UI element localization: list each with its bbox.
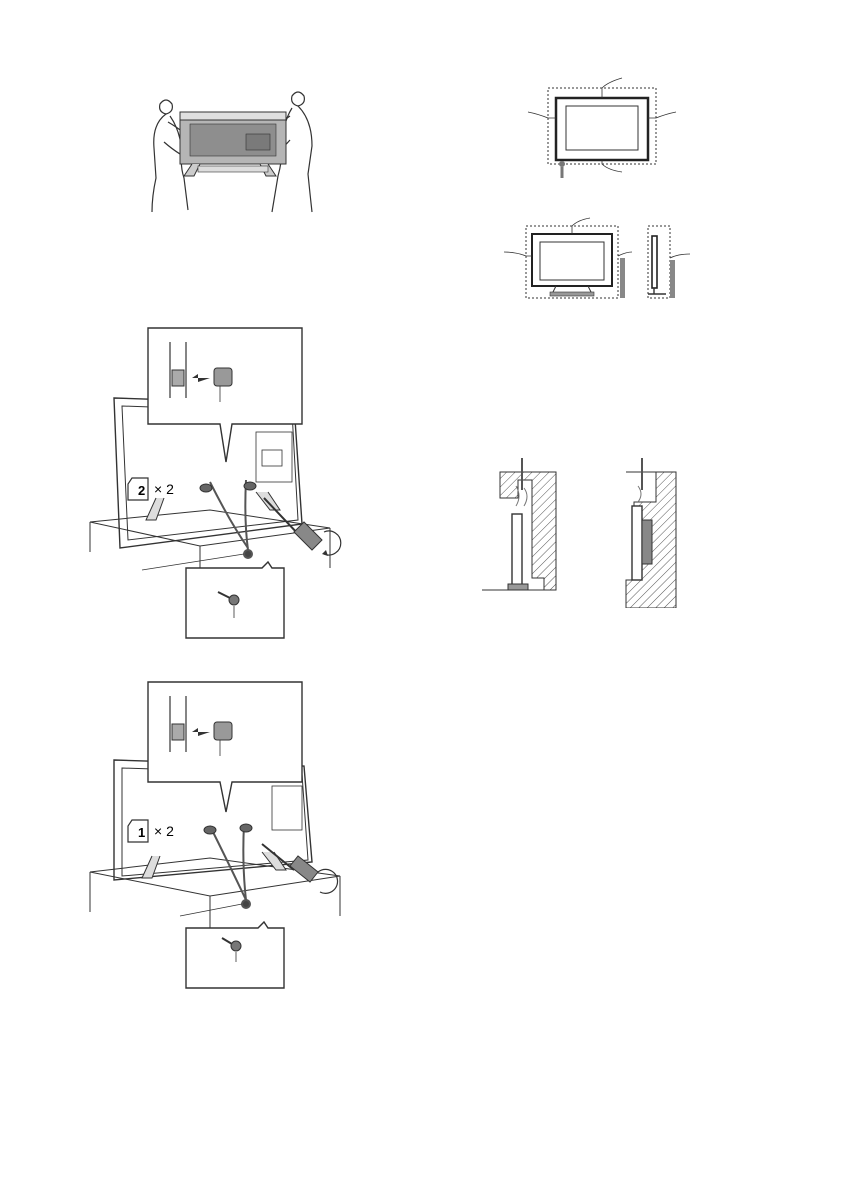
badge-number-top: 2 — [138, 483, 145, 498]
part-badge-bottom: 1 × 2 — [128, 820, 174, 842]
multiplier-bottom: × 2 — [154, 823, 174, 839]
clearance-diagram-stand — [500, 214, 700, 304]
airflow-icon — [559, 161, 565, 167]
wall-install-stand — [480, 456, 566, 596]
tv-back — [180, 112, 286, 176]
screw-icon — [204, 824, 252, 834]
multiplier-top: × 2 — [154, 481, 174, 497]
screwdriver-icon — [264, 498, 322, 550]
carry-tv-illustration — [140, 82, 320, 214]
wall-install-wallmount — [612, 456, 692, 608]
secure-tv-figure-top: 2 × 2 — [86, 322, 356, 642]
screw-icon — [200, 482, 256, 492]
secure-tv-figure-bottom: 1 × 2 — [86, 676, 356, 996]
wall-hatch-icon — [500, 472, 556, 590]
rotate-arrow-icon — [324, 531, 341, 555]
callout-box-bottom-top — [186, 562, 284, 638]
clearance-diagram-front — [518, 74, 686, 180]
part-badge-top: 2 × 2 — [128, 478, 174, 500]
airflow-icon — [638, 486, 641, 502]
callout-box-bottom — [148, 682, 302, 812]
dimension-leaders — [528, 78, 676, 172]
callout-box-bottom-screw — [186, 922, 284, 988]
badge-number-bottom: 1 — [138, 825, 145, 840]
callout-box-top — [148, 328, 302, 462]
strap-icon — [210, 480, 252, 558]
